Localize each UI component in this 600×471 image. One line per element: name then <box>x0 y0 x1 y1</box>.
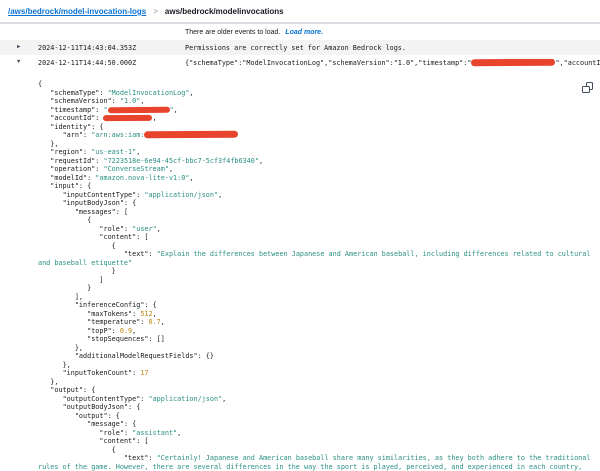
redaction-mark <box>471 58 556 66</box>
redaction-mark <box>144 130 239 139</box>
breadcrumb: /aws/bedrock/model-invocation-logs > aws… <box>0 0 600 22</box>
expanded-event-json-panel: { "schemaType": "ModelInvocationLog", "s… <box>0 70 600 471</box>
older-events-row: There are older events to load. Load mor… <box>0 24 600 40</box>
log-event-row[interactable]: ▶ 2024-12-11T14:43:04.353Z Permissions a… <box>0 40 600 55</box>
log-event-row[interactable]: ▼ 2024-12-11T14:44:50.000Z {"schemaType"… <box>0 55 600 70</box>
header-divider <box>0 22 600 24</box>
json-document: { "schemaType": "ModelInvocationLog", "s… <box>38 80 595 471</box>
breadcrumb-log-group-link[interactable]: /aws/bedrock/model-invocation-logs <box>8 7 147 16</box>
copy-icon[interactable] <box>582 82 593 93</box>
load-more-link[interactable]: Load more. <box>285 29 324 36</box>
event-timestamp: 2024-12-11T14:44:50.000Z <box>38 58 137 67</box>
chevron-right-icon: > <box>153 7 158 16</box>
event-timestamp: 2024-12-11T14:43:04.353Z <box>38 43 137 52</box>
expand-collapsed-icon[interactable]: ▶ <box>17 43 21 50</box>
redaction-mark <box>107 106 170 113</box>
event-message-expanded: {"schemaType":"ModelInvocationLog","sche… <box>185 58 600 67</box>
breadcrumb-log-stream-current: aws/bedrock/modelinvocations <box>164 7 284 16</box>
event-message: Permissions are correctly set for Amazon… <box>185 43 406 52</box>
redaction-mark <box>103 114 153 122</box>
older-events-text: There are older events to load. <box>185 29 281 36</box>
expand-expanded-icon[interactable]: ▼ <box>17 58 21 65</box>
